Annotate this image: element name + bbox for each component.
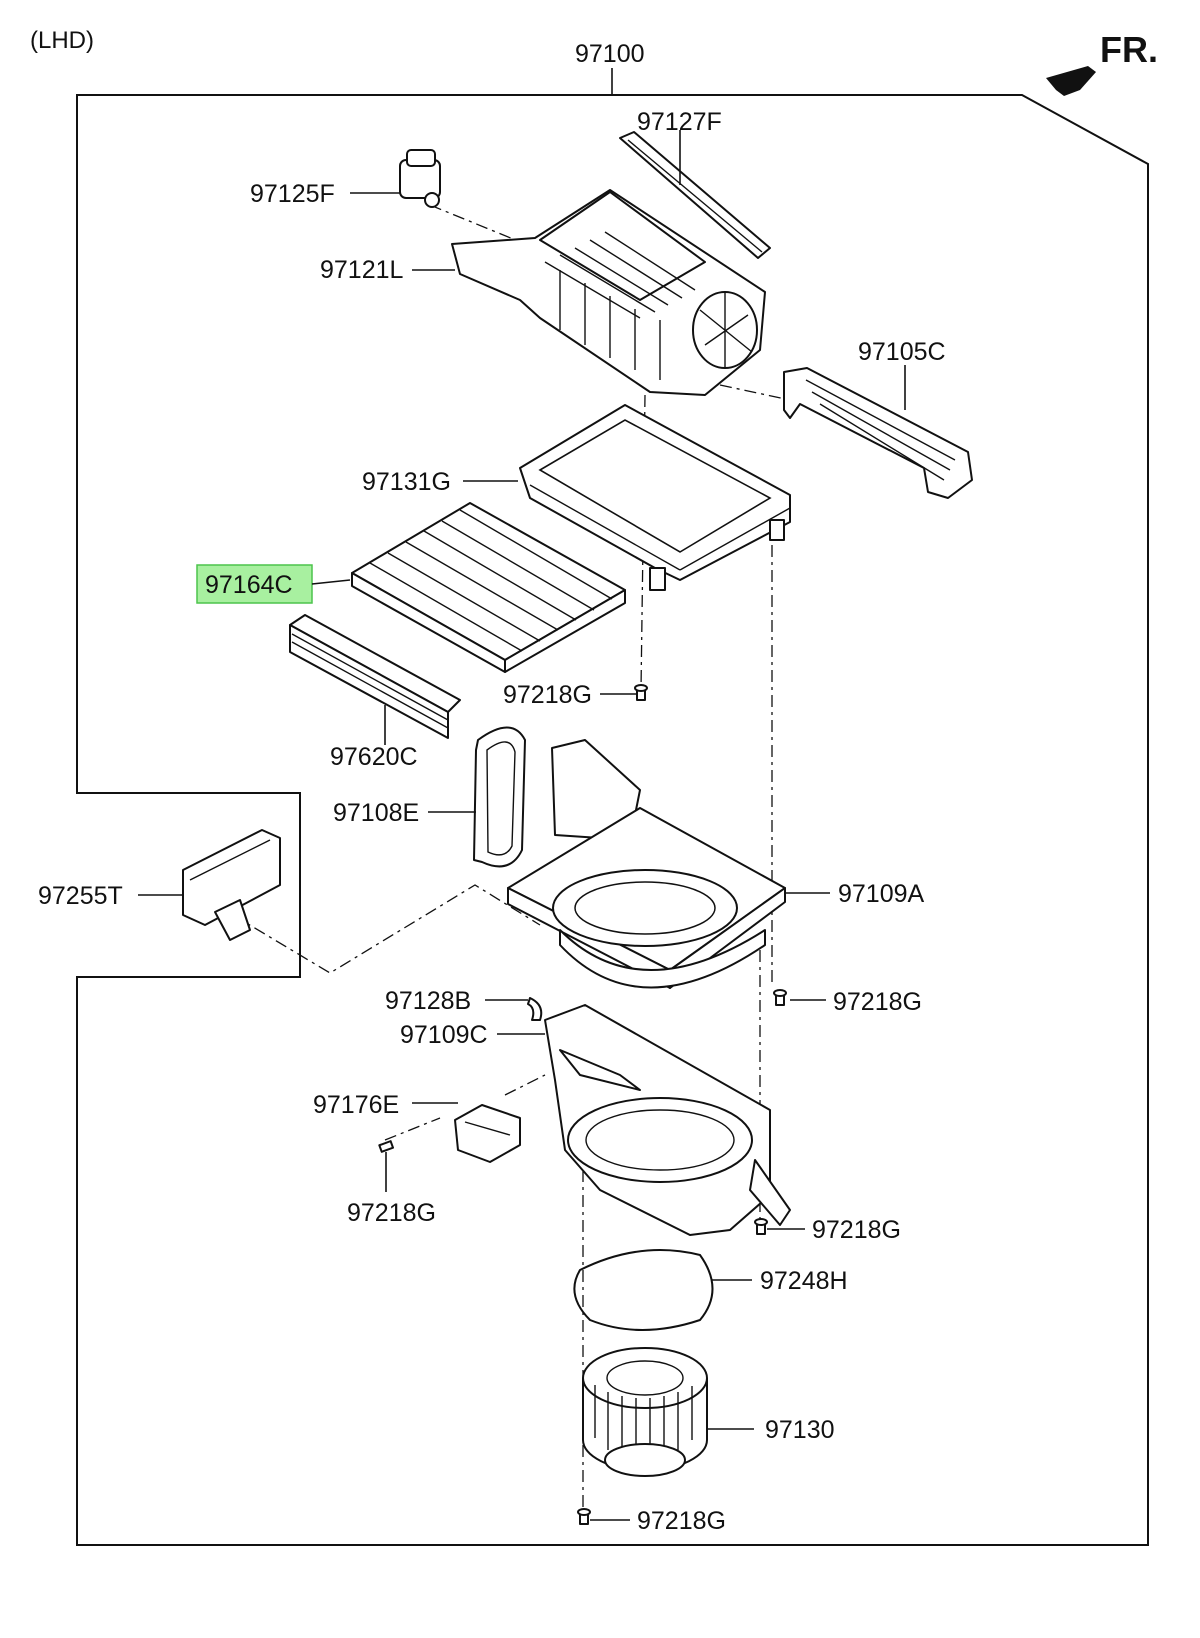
axis-line (232, 884, 541, 974)
part-label-97131G: 97131G (362, 468, 451, 496)
part-label-97176E: 97176E (313, 1091, 399, 1119)
part-label-97130: 97130 (765, 1416, 835, 1444)
highlight-box (196, 564, 313, 604)
part-label-97128B: 97128B (385, 987, 471, 1015)
clip-part (527, 997, 543, 1021)
front-arrow-icon (1046, 66, 1096, 96)
part-label-97125F: 97125F (250, 180, 335, 208)
front-direction-label: FR. (1100, 29, 1158, 70)
seal-strip-part (619, 131, 771, 259)
part-label-97248H: 97248H (760, 1267, 848, 1295)
part-label-97109C: 97109C (400, 1021, 488, 1049)
axis-line (719, 384, 791, 401)
intake-case-part (507, 739, 786, 989)
filter-frame-part (519, 404, 791, 591)
gasket-ring-part (573, 1249, 714, 1331)
part-label-97218G: 97218G (503, 681, 592, 709)
screw-icon (634, 684, 648, 701)
assembly-number-label: 97100 (575, 40, 645, 68)
part-label-97121L: 97121L (320, 256, 404, 284)
actuator-part (399, 149, 441, 208)
screw-icon (773, 989, 787, 1006)
axis-line (504, 1074, 546, 1096)
part-label-97127F: 97127F (637, 108, 722, 136)
control-module-part (182, 829, 281, 941)
gasket-part (473, 726, 526, 868)
variant-label: (LHD) (30, 27, 94, 54)
aux-filter-part (289, 614, 461, 739)
duct-part (783, 367, 973, 499)
part-label-97218G: 97218G (637, 1507, 726, 1535)
part-label-97218G: 97218G (347, 1199, 436, 1227)
part-label-97164C: 97164C (205, 571, 293, 599)
screw-icon (754, 1218, 768, 1235)
part-label-97255T: 97255T (38, 882, 123, 910)
part-label-97105C: 97105C (858, 338, 946, 366)
part-label-97218G: 97218G (812, 1216, 901, 1244)
part-label-97620C: 97620C (330, 743, 418, 771)
part-label-97109A: 97109A (838, 880, 925, 908)
blower-case-part (544, 1004, 791, 1236)
screw-icon (378, 1140, 395, 1153)
resistor-part (454, 1104, 521, 1163)
screw-icon (577, 1508, 591, 1525)
part-label-97218G: 97218G (833, 988, 922, 1016)
upper-housing-part (451, 189, 766, 396)
assembly-border (76, 94, 1149, 1546)
axis-line (429, 204, 541, 251)
part-label-97108E: 97108E (333, 799, 419, 827)
axis-line (384, 1117, 441, 1141)
cabin-filter-part (351, 502, 626, 673)
blower-motor-part (582, 1347, 708, 1477)
